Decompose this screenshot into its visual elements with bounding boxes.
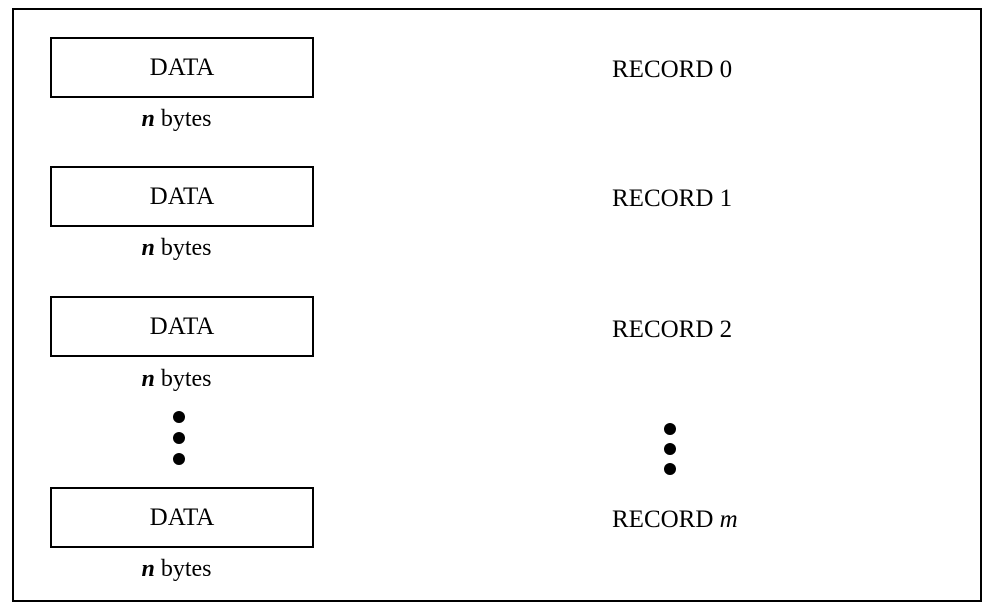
size-variable: n (141, 556, 155, 582)
record-index: 2 (719, 316, 733, 343)
ellipsis-dot-right-1 (664, 423, 676, 435)
size-unit: bytes (160, 235, 212, 261)
size-unit: bytes (160, 556, 212, 582)
size-variable: n (141, 106, 155, 132)
ellipsis-dot-right-3 (664, 463, 676, 475)
record-prefix: RECORD (612, 506, 714, 533)
record-label-m: RECORD m (600, 505, 760, 535)
data-label: DATA (149, 182, 215, 210)
record-prefix: RECORD (612, 56, 714, 83)
size-variable: n (141, 235, 155, 261)
ellipsis-dot-left-1 (173, 411, 185, 423)
data-label: DATA (149, 312, 215, 340)
record-label-1: RECORD 1 (600, 184, 760, 214)
size-variable: n (141, 366, 155, 392)
data-label: DATA (149, 503, 215, 531)
ellipsis-dot-right-2 (664, 443, 676, 455)
ellipsis-dot-left-2 (173, 432, 185, 444)
record-label-0: RECORD 0 (600, 55, 760, 85)
record-index: 1 (719, 185, 733, 212)
data-label: DATA (149, 53, 215, 81)
size-label-record-1: n bytes (50, 234, 303, 262)
diagram-frame (12, 8, 982, 602)
record-index: m (719, 506, 738, 533)
data-box-record-2: DATA (50, 296, 314, 357)
data-box-record-m: DATA (50, 487, 314, 548)
record-index: 0 (719, 56, 733, 83)
size-unit: bytes (160, 366, 212, 392)
record-label-2: RECORD 2 (600, 315, 760, 345)
data-box-record-0: DATA (50, 37, 314, 98)
size-label-record-2: n bytes (50, 365, 303, 393)
size-label-record-0: n bytes (50, 105, 303, 133)
ellipsis-dot-left-3 (173, 453, 185, 465)
size-label-record-m: n bytes (50, 555, 303, 583)
size-unit: bytes (160, 106, 212, 132)
record-prefix: RECORD (612, 185, 714, 212)
data-box-record-1: DATA (50, 166, 314, 227)
record-prefix: RECORD (612, 316, 714, 343)
